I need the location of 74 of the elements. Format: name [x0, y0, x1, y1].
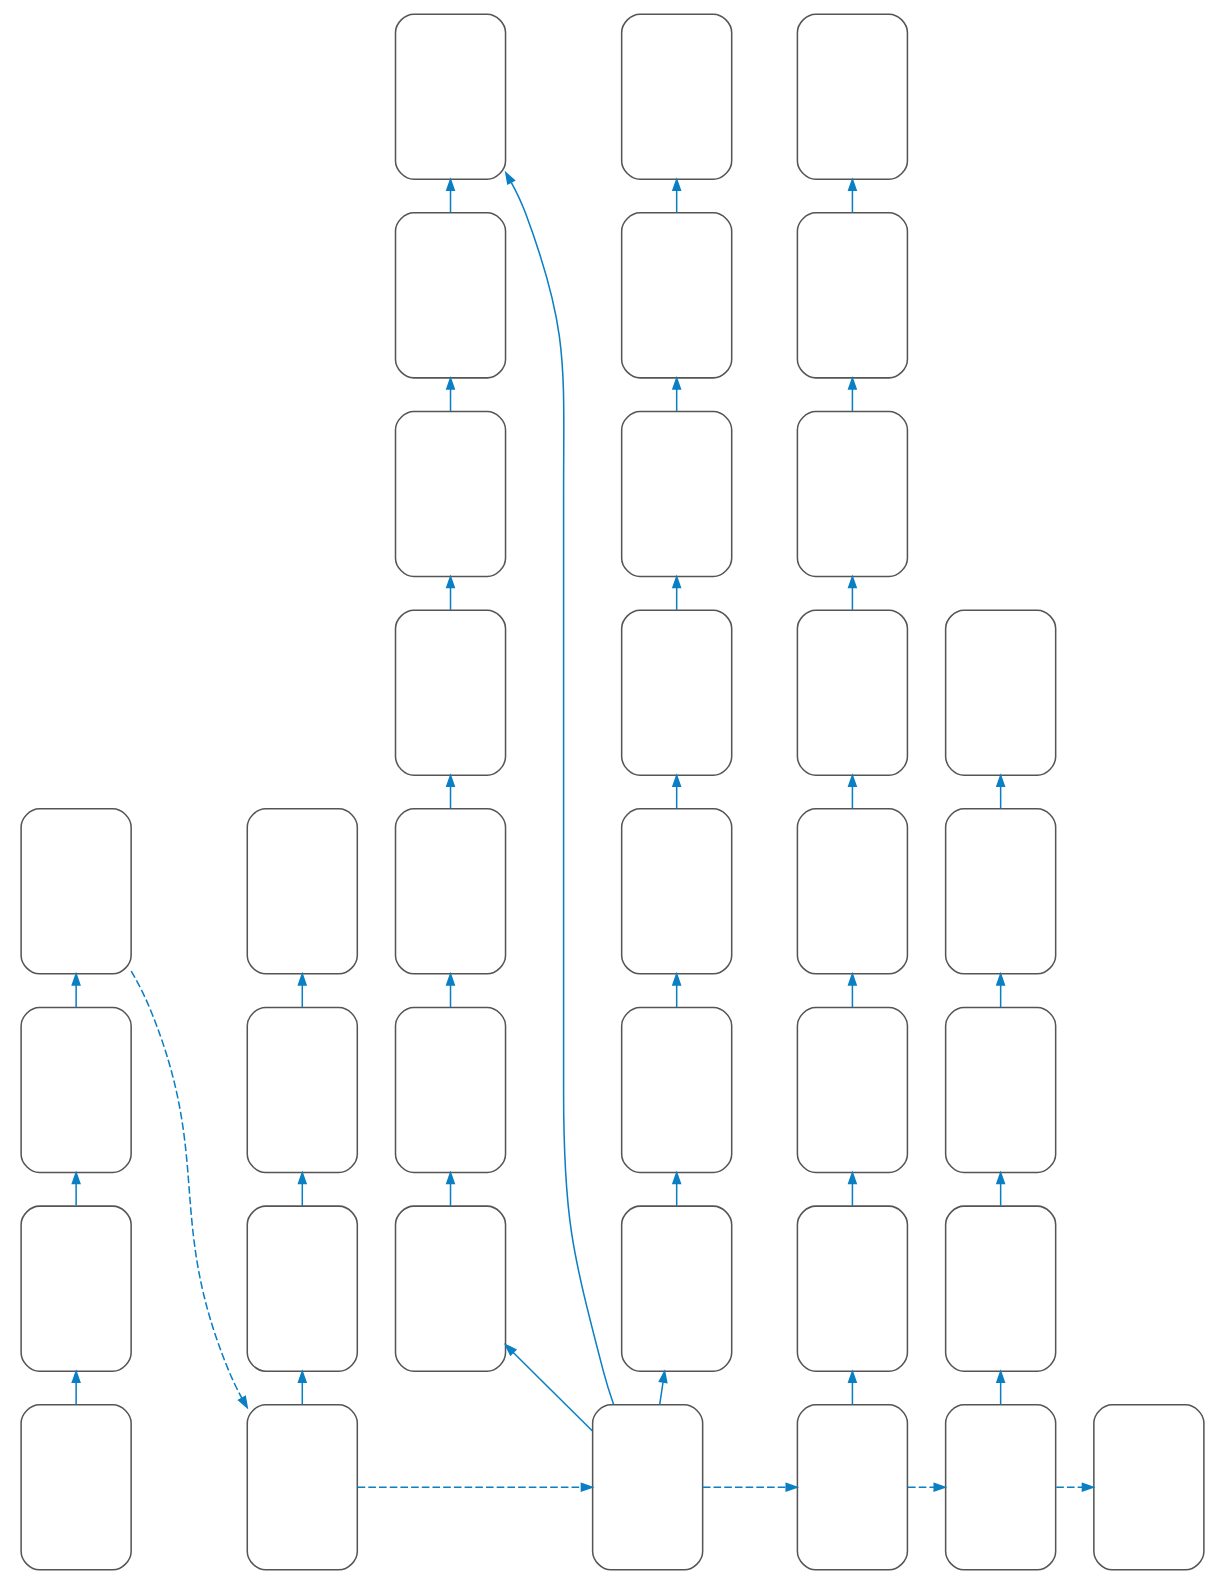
node-box — [620, 808, 732, 975]
node-box — [796, 212, 908, 379]
node-box — [620, 1205, 732, 1372]
arrow — [995, 1170, 1005, 1207]
node-box — [394, 609, 506, 776]
node-box — [394, 1006, 506, 1174]
arrow — [995, 1369, 1005, 1406]
node-box — [19, 1006, 132, 1174]
node-box — [394, 1205, 506, 1372]
node-box — [1092, 1404, 1205, 1571]
node-box — [796, 13, 908, 180]
arrow — [671, 375, 681, 412]
node-box — [620, 1006, 732, 1174]
arrow — [70, 971, 81, 1008]
arrow — [671, 773, 681, 810]
arrow — [445, 574, 455, 611]
node-box — [394, 13, 506, 180]
arrow — [847, 773, 857, 810]
arrow — [847, 375, 857, 412]
arrow — [296, 1170, 307, 1207]
node-box — [796, 808, 908, 975]
arrow — [995, 971, 1005, 1008]
node-box — [796, 1006, 908, 1174]
arrow — [503, 1343, 593, 1432]
node-box — [620, 609, 732, 776]
node-box — [944, 808, 1056, 975]
node-box — [591, 1404, 703, 1571]
node-box — [19, 808, 132, 975]
node-box — [19, 1205, 132, 1372]
node-box — [796, 410, 908, 578]
arrow — [445, 773, 455, 810]
node-box — [394, 212, 506, 379]
node-box — [796, 1205, 908, 1372]
node-box — [394, 410, 506, 578]
arrow — [847, 574, 857, 611]
arrow — [1054, 1482, 1095, 1493]
arrow — [671, 971, 681, 1008]
arrow — [70, 1170, 81, 1207]
node-box — [944, 609, 1056, 776]
node-box — [620, 13, 732, 180]
node-box — [246, 1404, 358, 1571]
arrow — [445, 375, 455, 412]
arrow — [995, 773, 1005, 810]
node-box — [19, 1404, 132, 1571]
node-box — [394, 808, 506, 975]
node-box — [944, 1404, 1056, 1571]
arrow — [671, 574, 681, 611]
arrow — [356, 1482, 594, 1493]
arrow — [657, 1369, 668, 1406]
node-box — [246, 1205, 358, 1372]
node-box — [620, 212, 732, 379]
arrow — [445, 971, 455, 1008]
arrow — [296, 971, 307, 1008]
node-box — [944, 1205, 1056, 1372]
arrow — [847, 1369, 857, 1406]
arrow — [906, 1482, 947, 1493]
arrow — [129, 970, 248, 1410]
arrow — [671, 1170, 681, 1207]
arrow — [445, 177, 455, 214]
arrow — [296, 1369, 307, 1406]
arrow — [701, 1482, 799, 1493]
node-box — [796, 1404, 908, 1571]
node-box — [944, 1006, 1056, 1174]
arrow — [504, 170, 614, 1406]
node-box — [796, 609, 908, 776]
arrow — [70, 1369, 81, 1406]
node-box — [246, 808, 358, 975]
arrow — [847, 1170, 857, 1207]
arrow — [847, 971, 857, 1008]
node-box — [246, 1006, 358, 1174]
node-box — [620, 410, 732, 578]
arrow — [671, 177, 681, 214]
arrow — [847, 177, 857, 214]
arrow — [445, 1170, 455, 1207]
